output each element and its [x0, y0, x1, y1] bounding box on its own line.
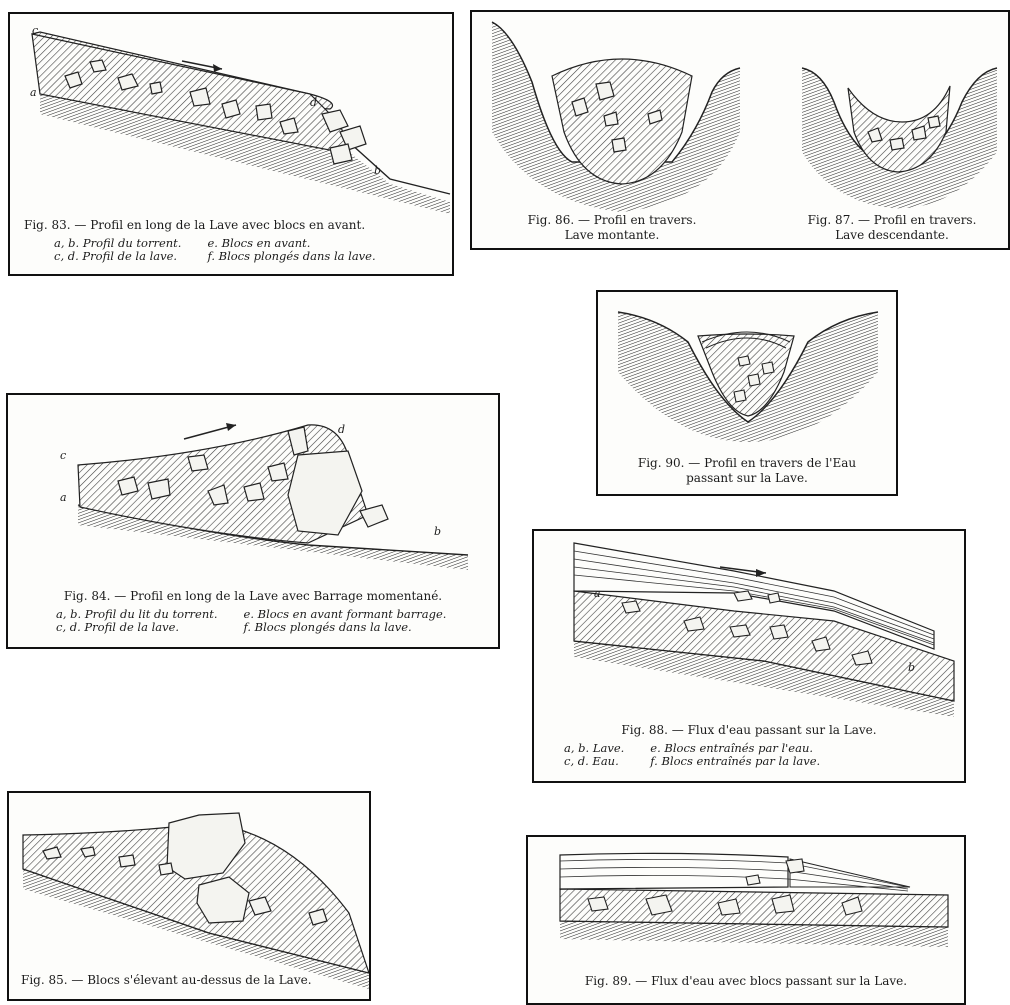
figure-89: Fig. 89. — Flux d'eau avec blocs passant… — [526, 835, 966, 1005]
label-c: c — [32, 24, 38, 37]
label-b: b — [434, 525, 441, 538]
figure-90: Fig. 90. — Profil en travers de l'Eau pa… — [596, 290, 898, 496]
label-c: c — [60, 449, 66, 462]
figure-87-caption: Fig. 87. — Profil en travers. Lave desce… — [772, 213, 1010, 243]
figure-84-caption: Fig. 84. — Profil en long de la Lave ave… — [8, 589, 498, 604]
caption-line: Lave montante. — [492, 228, 732, 243]
caption-line: Fig. 90. — Profil en travers de l'Eau — [598, 456, 896, 471]
figure-89-caption: Fig. 89. — Flux d'eau avec blocs passant… — [528, 974, 964, 989]
caption-line: Lave descendante. — [772, 228, 1010, 243]
figure-85: Fig. 85. — Blocs s'élevant au-dessus de … — [7, 791, 371, 1001]
figure-84-legend: a, b. Profil du lit du torrent. e. Blocs… — [56, 608, 446, 634]
legend-item: f. Blocs plongés dans la lave. — [244, 621, 447, 634]
caption-line: Fig. 87. — Profil en travers. — [772, 213, 1010, 228]
legend-item: f. Blocs entraînés par la lave. — [650, 755, 820, 768]
legend-item: f. Blocs plongés dans la lave. — [207, 250, 375, 263]
figure-88-caption: Fig. 88. — Flux d'eau passant sur la Lav… — [534, 723, 964, 738]
figure-88-legend: a, b. Lave. e. Blocs entraînés par l'eau… — [564, 742, 820, 768]
figure-83-legend: a, b. Profil du torrent. e. Blocs en ava… — [54, 237, 376, 263]
label-d: d — [338, 423, 345, 436]
label-b: b — [374, 164, 381, 177]
legend-item: c, d. Eau. — [564, 755, 624, 768]
figure-90-caption: Fig. 90. — Profil en travers de l'Eau pa… — [598, 456, 896, 486]
figure-86-87: Fig. 86. — Profil en travers. Lave monta… — [470, 10, 1010, 250]
caption-line: Fig. 86. — Profil en travers. — [492, 213, 732, 228]
figure-86-caption: Fig. 86. — Profil en travers. Lave monta… — [492, 213, 732, 243]
label-a: a — [30, 86, 37, 99]
caption-line: passant sur la Lave. — [598, 471, 896, 486]
label-d: d — [310, 96, 317, 109]
label-b: b — [908, 661, 915, 674]
figure-84: c a d b Fig. 84. — Profil en long de la … — [6, 393, 500, 649]
figure-83-caption: Fig. 83. — Profil en long de la Lave ave… — [24, 218, 452, 233]
label-a: a — [594, 587, 601, 600]
figure-85-caption: Fig. 85. — Blocs s'élevant au-dessus de … — [21, 973, 369, 988]
label-a: a — [60, 491, 67, 504]
figure-83: a c d b Fig. 83. — Profil en long de la … — [8, 12, 454, 276]
legend-item: c, d. Profil de la lave. — [56, 621, 218, 634]
figure-88: a b Fig. 88. — Flux d'eau passant sur la… — [532, 529, 966, 783]
legend-item: c, d. Profil de la lave. — [54, 250, 181, 263]
figure-85-drawing — [9, 793, 371, 1001]
